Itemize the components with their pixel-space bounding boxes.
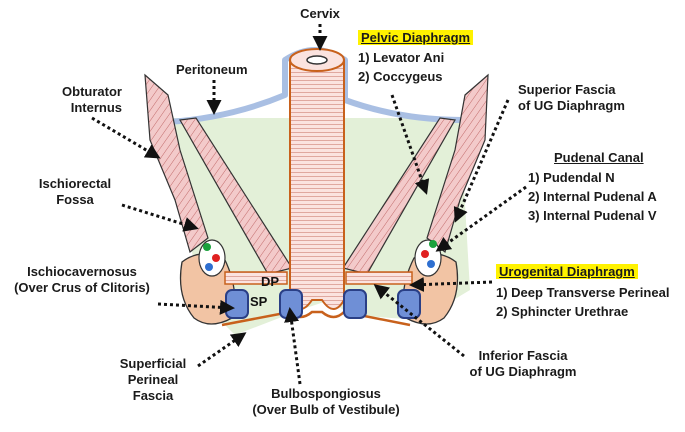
pudendal-canal-block: Pudenal Canal 1) Pudendal N 2) Internal … <box>528 150 657 225</box>
pelvic-diaphragm-title: Pelvic Diaphragm <box>358 30 474 46</box>
label-inferior-fascia: Inferior Fascia of UG Diaphragm <box>469 348 577 379</box>
bulb-left <box>279 289 303 319</box>
pudendal-artery-right <box>421 250 429 258</box>
arrow-ischiorectal <box>121 203 199 232</box>
ug-diaphragm-right <box>345 271 413 285</box>
arrow-inferior-fascia <box>373 284 465 358</box>
leader-arrows <box>91 24 527 385</box>
pelvic-diaphragm-block: Pelvic Diaphragm 1) Levator Ani 2) Coccy… <box>358 30 474 86</box>
pudendal-canal-item: 1) Pudendal N <box>528 170 615 185</box>
label-sp: SP <box>250 294 268 309</box>
pudendal-canal-right <box>414 239 442 277</box>
arrow-ischiocavernosus <box>157 299 235 315</box>
pudendal-nerve-right <box>429 240 437 248</box>
pelvic-diaphragm-list: 1) Levator Ani 2) Coccygeus <box>358 48 473 86</box>
pudendal-nerve-left <box>203 243 211 251</box>
urogenital-diaphragm-block: Urogenital Diaphragm 1) Deep Transverse … <box>496 264 669 321</box>
urogenital-diaphragm-item: 1) Deep Transverse Perineal <box>496 285 670 300</box>
urogenital-diaphragm-title: Urogenital Diaphragm <box>496 264 669 280</box>
urogenital-diaphragm-item: 2) Sphincter Urethrae <box>496 304 629 319</box>
urogenital-diaphragm-list: 1) Deep Transverse Perineal 2) Sphincter… <box>496 283 669 321</box>
label-cervix: Cervix <box>300 6 340 21</box>
label-ischiocavernosus: Ischiocavernosus (Over Crus of Clitoris) <box>14 264 150 295</box>
cervix-os <box>306 55 328 65</box>
pudendal-vein-right <box>427 260 435 268</box>
pudendal-canal-item: 3) Internal Pudenal V <box>528 208 657 223</box>
pudendal-vein-left <box>205 263 213 271</box>
pelvic-diaphragm-item: 2) Coccygeus <box>358 69 443 84</box>
pudendal-canal-title: Pudenal Canal <box>554 150 644 165</box>
vaginal-column <box>289 59 345 310</box>
label-ischiorectal-fossa: Ischiorectal Fossa <box>38 176 112 207</box>
ug-diaphragm-left <box>224 271 288 285</box>
label-superior-fascia: Superior Fascia of UG Diaphragm <box>518 82 625 113</box>
arrow-levator <box>390 94 430 195</box>
crus-right <box>397 289 421 319</box>
arrow-ug-diaphragm <box>409 277 493 293</box>
label-dp: DP <box>261 274 279 289</box>
crus-left <box>225 289 249 319</box>
arrow-superficial <box>197 332 247 368</box>
pudendal-artery-left <box>212 254 220 262</box>
arrow-superior-fascia <box>453 99 510 223</box>
label-peritoneum: Peritoneum <box>176 62 248 77</box>
bulb-right <box>343 289 367 319</box>
pelvic-diaphragm-item: 1) Levator Ani <box>358 50 445 65</box>
arrow-obturator <box>91 116 161 159</box>
arrow-pudendal <box>435 185 527 252</box>
pudendal-canal-item: 2) Internal Pudenal A <box>528 189 657 204</box>
label-bulbospongiosus: Bulbospongiosus (Over Bulb of Vestibule) <box>252 386 400 417</box>
label-obturator-internus: Obturator Internus <box>62 84 122 115</box>
pudendal-canal-list: 1) Pudendal N 2) Internal Pudenal A 3) I… <box>528 168 657 225</box>
label-superficial-perineal-fascia: Superficial Perineal Fascia <box>119 356 187 403</box>
arrow-bulbospongiosus <box>284 307 302 385</box>
